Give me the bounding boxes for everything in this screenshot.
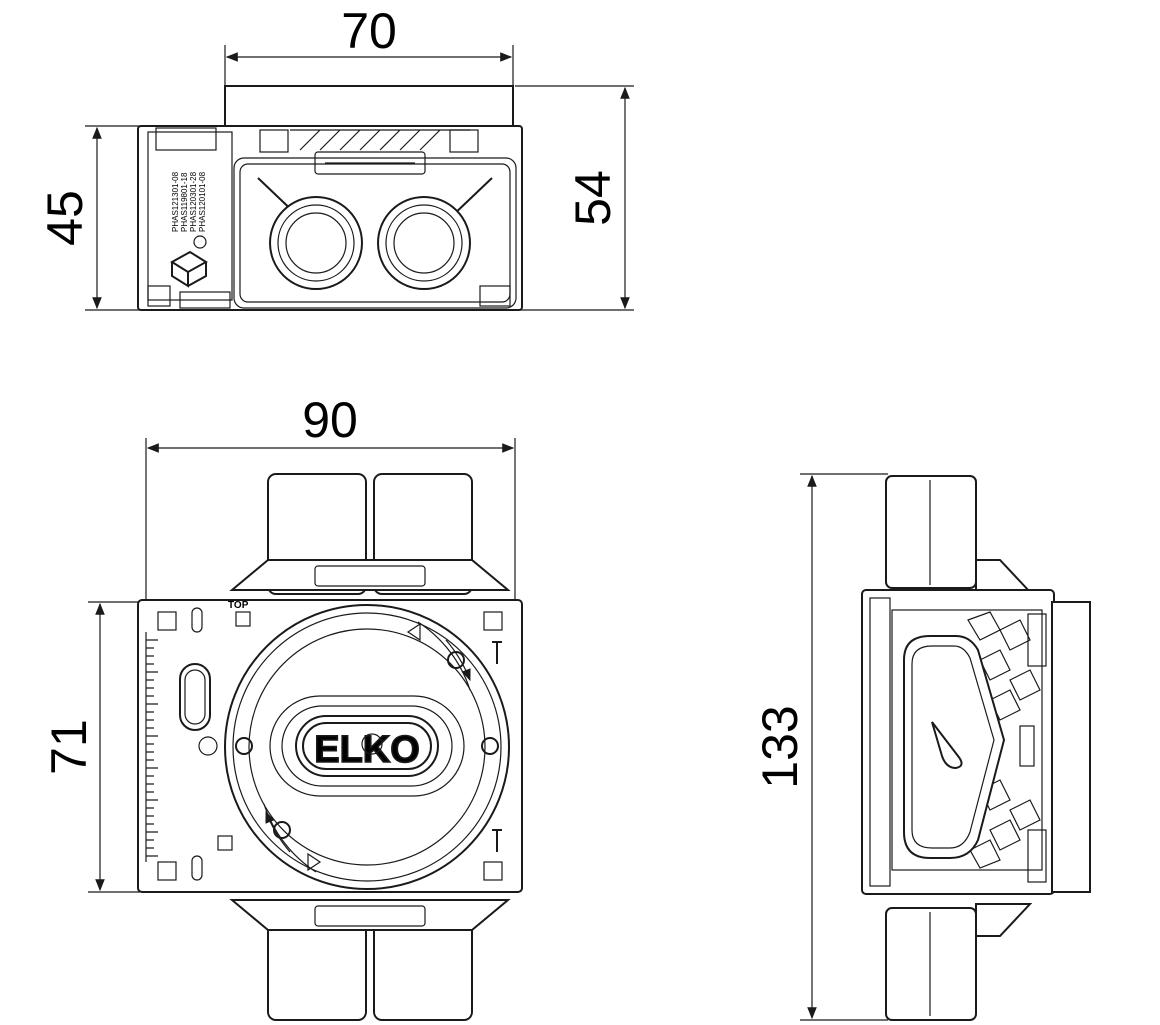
part-number-4: PHAS120101-08 bbox=[198, 171, 207, 232]
side-conduit-top bbox=[885, 475, 977, 589]
side-brand-logo bbox=[179, 663, 211, 731]
dimension-54-label: 54 bbox=[565, 170, 621, 226]
dimension-133-label: 133 bbox=[752, 705, 808, 788]
dimension-71: 71 bbox=[41, 601, 140, 893]
part-number-3: PHAS120301-28 bbox=[189, 171, 198, 232]
dimension-71-label: 71 bbox=[41, 719, 97, 775]
dimension-90-label: 90 bbox=[302, 392, 358, 448]
knife-icon bbox=[931, 721, 963, 770]
ruler-scale bbox=[145, 632, 158, 862]
grip-window bbox=[903, 635, 1006, 859]
dimension-90: 90 bbox=[145, 392, 516, 600]
top-view-lid bbox=[224, 85, 514, 129]
side-view: 133 bbox=[752, 473, 1091, 1021]
honeycomb-texture bbox=[967, 611, 1041, 869]
conduit-entry-right bbox=[377, 196, 471, 290]
box-stack-icon bbox=[170, 235, 208, 288]
brand-logo: ELKO bbox=[269, 695, 465, 797]
part-number-2: PHAS119801-18 bbox=[180, 172, 189, 232]
side-conduit-bottom bbox=[885, 907, 977, 1021]
screw-icon bbox=[191, 607, 203, 881]
round-cover bbox=[224, 604, 510, 890]
front-view: 90 71 TOP bbox=[41, 392, 523, 1021]
dimension-133: 133 bbox=[752, 473, 888, 1021]
side-flange bbox=[1051, 601, 1091, 893]
top-view: 70 45 54 bbox=[37, 3, 634, 311]
dimension-54: 54 bbox=[515, 85, 634, 311]
brand-logo-text: ELKO bbox=[314, 729, 420, 771]
part-number-1: PHAS121301-08 bbox=[171, 171, 180, 232]
dimension-70: 70 bbox=[224, 3, 514, 85]
dimension-70-label: 70 bbox=[341, 3, 397, 59]
dimension-45-label: 45 bbox=[37, 190, 93, 246]
dimension-45: 45 bbox=[37, 125, 140, 311]
padlock-icon bbox=[235, 651, 499, 839]
top-label: TOP bbox=[228, 600, 249, 611]
conduit-entry-left bbox=[269, 196, 363, 290]
part-number-labels: PHAS121301-08 PHAS119801-18 PHAS120301-2… bbox=[171, 171, 207, 232]
